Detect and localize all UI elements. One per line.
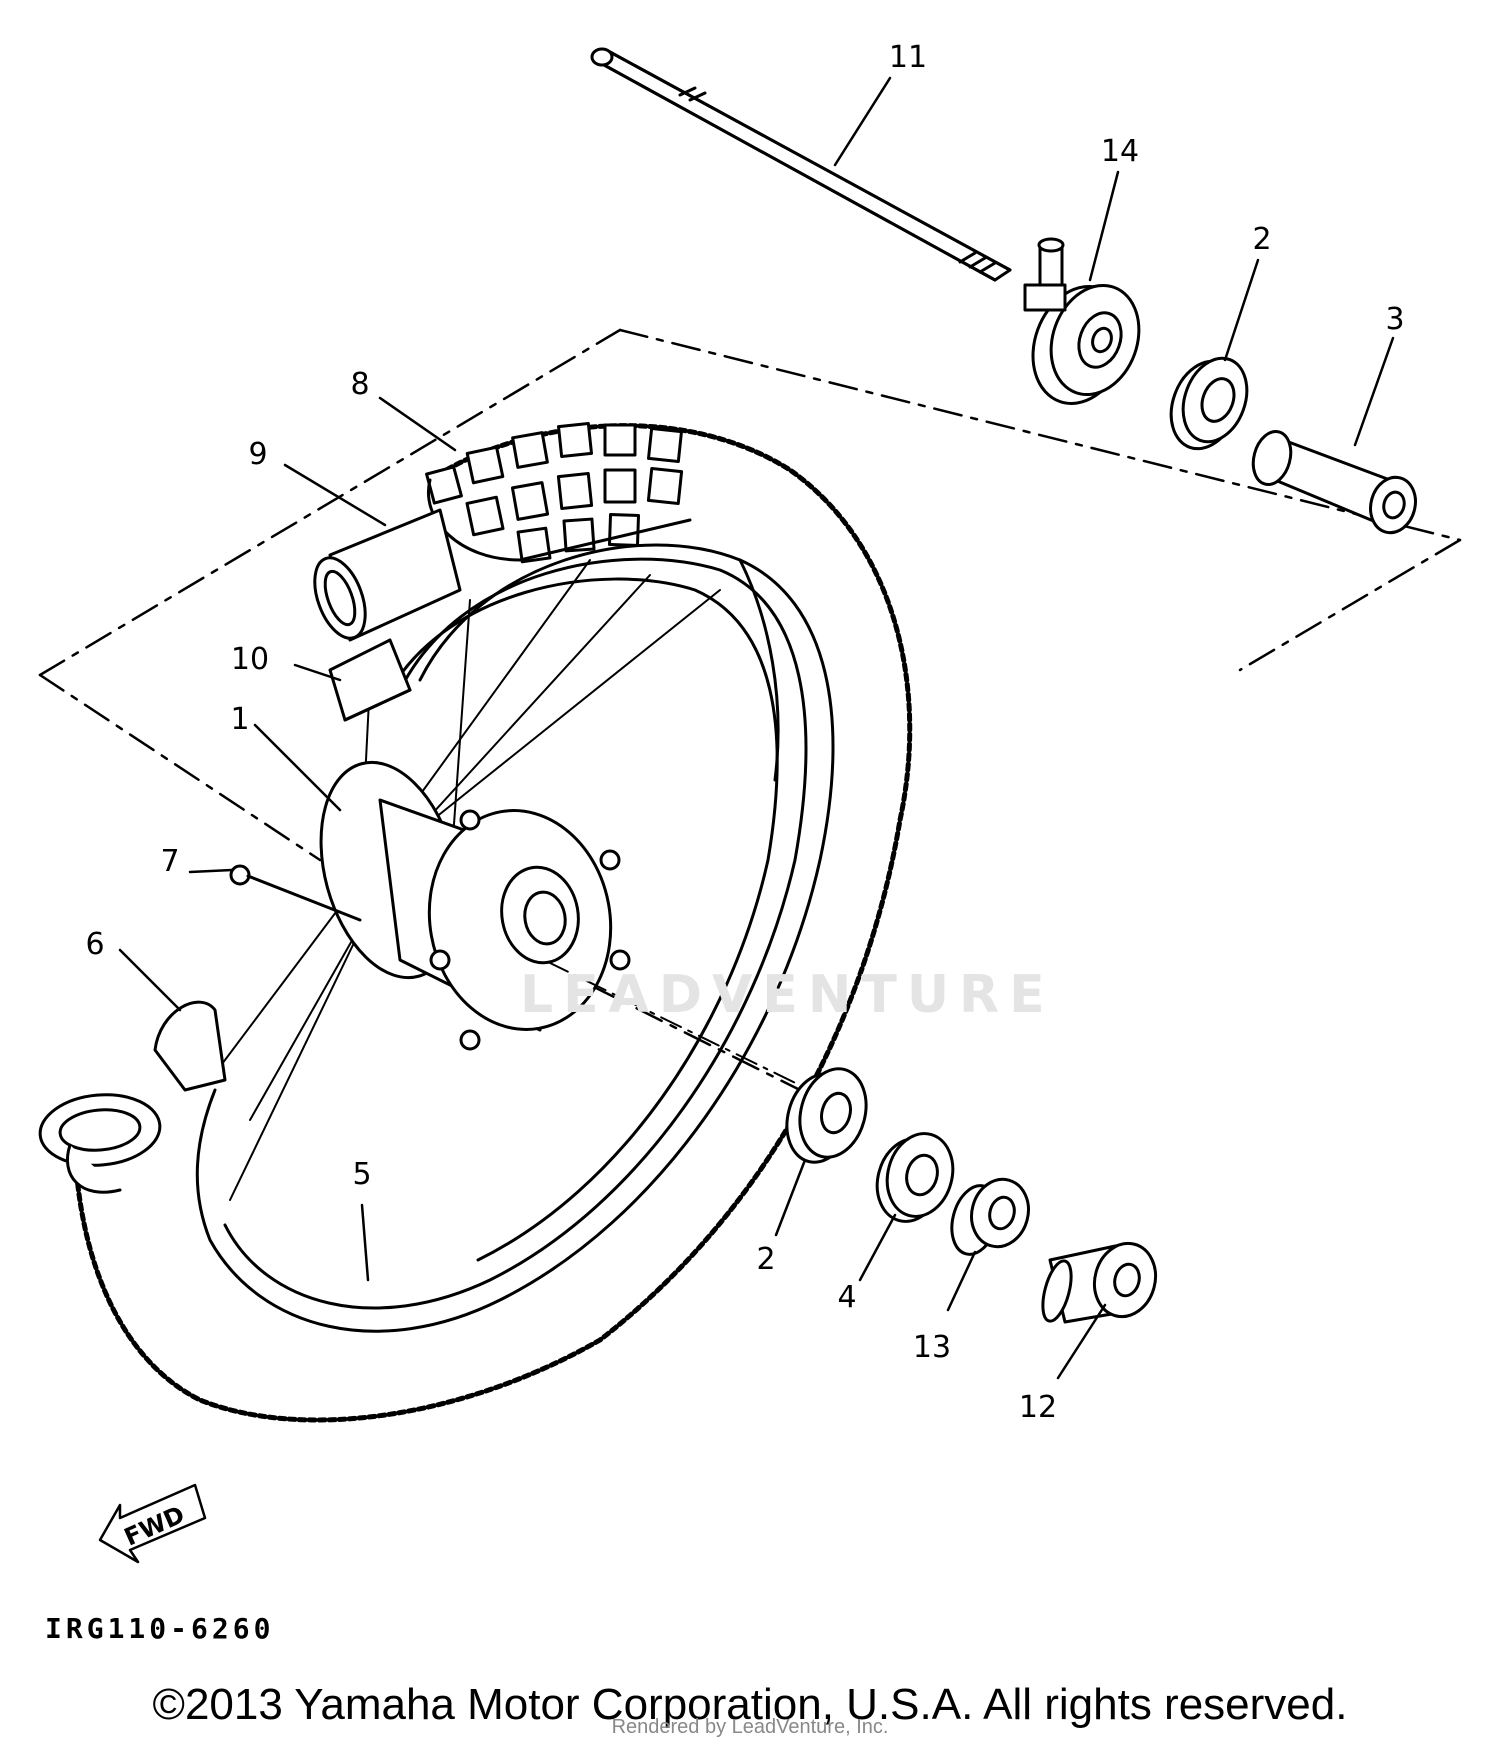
callout-1: 1 — [230, 702, 250, 737]
rim-lock — [38, 1000, 227, 1194]
hub — [319, 760, 631, 1051]
callout-4: 4 — [837, 1280, 857, 1315]
callout-5: 5 — [352, 1157, 372, 1192]
assembly-outline — [38, 328, 1462, 1102]
callout-10: 10 — [230, 642, 270, 677]
bearing-lower — [785, 1067, 868, 1164]
tire-tread — [425, 422, 684, 564]
axle-centerline — [547, 961, 821, 1096]
oil-seal — [875, 1132, 955, 1223]
watermark: LEADVENTURE — [520, 965, 1055, 1025]
collar — [950, 1177, 1030, 1256]
diagram-code: IRG110-6260 — [45, 1612, 275, 1645]
front-wheel-axle — [590, 47, 1012, 282]
speedometer-gear-unit — [1023, 237, 1141, 405]
rendered-by-notice: Rendered by LeadVenture, Inc. — [611, 1716, 889, 1738]
callout-11: 11 — [888, 40, 928, 75]
fwd-arrow-icon — [98, 1483, 207, 1564]
callout-7: 7 — [160, 844, 180, 879]
callout-6: 6 — [85, 927, 105, 962]
spacer — [1251, 430, 1417, 535]
callout-3: 3 — [1385, 302, 1405, 337]
spoke-nipple — [229, 864, 362, 922]
callout-13: 13 — [912, 1330, 952, 1365]
callout-9: 9 — [248, 437, 268, 472]
callout-2-lower: 2 — [756, 1242, 776, 1277]
rim-band — [313, 508, 462, 642]
callout-2-upper: 2 — [1252, 222, 1272, 257]
callout-8: 8 — [350, 367, 370, 402]
rim — [195, 543, 835, 1333]
tube — [328, 638, 412, 722]
bearing-upper — [1169, 356, 1249, 451]
flanged-collar — [1041, 1241, 1158, 1324]
leader-lines — [118, 76, 1395, 1380]
callout-12: 12 — [1018, 1390, 1058, 1425]
copyright-notice: ©2013 Yamaha Motor Corporation, U.S.A. A… — [152, 1680, 1348, 1729]
callout-14: 14 — [1100, 134, 1140, 169]
